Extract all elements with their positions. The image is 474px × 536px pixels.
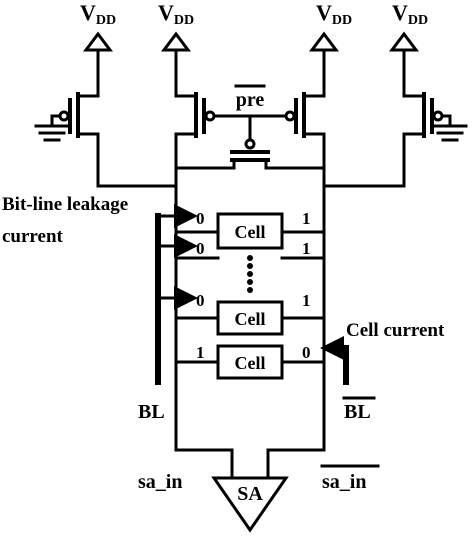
vdd-label: V <box>392 0 408 25</box>
vdd-label: V <box>80 0 96 25</box>
memory-cell-2-partial: 0 1 <box>174 239 326 260</box>
ground-symbol-left <box>34 114 70 142</box>
vdd-label: V <box>158 0 174 25</box>
keeper-pmos-left <box>50 48 100 162</box>
memory-cell-4: Cell 1 0 <box>174 343 326 380</box>
precharge-label: pre <box>236 89 265 111</box>
cell-right-bit: 1 <box>302 291 311 310</box>
precharge-gate-line: pre <box>212 84 288 142</box>
vdd-subscript: DD <box>332 13 352 28</box>
leakage-current-indicator <box>155 204 198 385</box>
svg-text:VDD: VDD <box>158 0 194 28</box>
cell-left-bit: 1 <box>196 343 205 362</box>
svg-text:VDD: VDD <box>80 0 116 28</box>
sa-in-label: sa_in <box>138 471 182 493</box>
vdd-subscript: DD <box>96 13 116 28</box>
vdd-supply-4: VDD <box>389 0 428 62</box>
cell-left-bit: 0 <box>196 239 205 258</box>
sense-amplifier: SA <box>174 448 326 533</box>
svg-text:VDD: VDD <box>316 0 352 28</box>
cell-left-bit: 0 <box>196 209 205 228</box>
keeper-pmos-right <box>402 48 452 162</box>
vdd-label: V <box>316 0 332 25</box>
equalizer-pmos <box>174 138 326 170</box>
cell-label: Cell <box>235 353 266 373</box>
cell-label: Cell <box>235 309 266 329</box>
cell-right-bit: 0 <box>302 343 311 362</box>
cell-current-indicator <box>320 336 349 385</box>
leakage-label-line2: current <box>2 226 64 247</box>
vdd-subscript: DD <box>408 13 428 28</box>
cell-right-bit: 1 <box>302 209 311 228</box>
cell-current-label: Cell current <box>346 320 445 341</box>
cell-right-bit: 1 <box>302 239 311 258</box>
precharge-pmos-right <box>284 48 326 138</box>
svg-text:VDD: VDD <box>392 0 428 28</box>
memory-cell-1: Cell 0 1 <box>174 209 326 250</box>
precharge-pmos-left <box>174 48 216 138</box>
bl-label: BL <box>138 401 165 423</box>
memory-cell-3: Cell 0 1 <box>174 291 326 336</box>
cell-ellipsis <box>247 255 253 293</box>
sa-inb-label: sa_in <box>322 471 366 493</box>
leakage-label-line1: Bit-line leakage <box>2 194 128 215</box>
cell-left-bit: 0 <box>196 291 205 310</box>
vdd-supply-1: VDD <box>80 0 116 62</box>
cell-label: Cell <box>235 222 266 242</box>
blb-label: BL <box>344 401 371 423</box>
vdd-subscript: DD <box>174 13 194 28</box>
vdd-supply-3: VDD <box>309 0 352 62</box>
sense-amp-label: SA <box>237 483 263 505</box>
ground-symbol-right <box>432 114 468 142</box>
